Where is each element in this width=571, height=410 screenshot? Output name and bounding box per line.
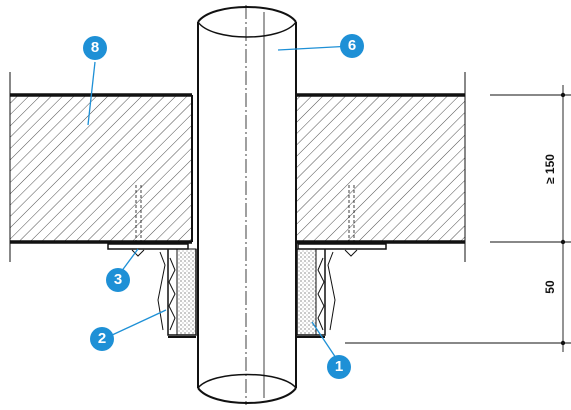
screw-heads <box>131 249 358 257</box>
callout-3: 3 <box>106 268 130 292</box>
callout-6: 6 <box>340 34 364 58</box>
slab-left <box>10 93 193 244</box>
callout-2: 2 <box>90 327 114 351</box>
fire-collar-left <box>157 248 197 338</box>
slab-right <box>294 93 465 244</box>
callout-8: 8 <box>83 36 107 60</box>
pipe <box>197 5 297 405</box>
dimension-label-upper: ≥ 150 <box>543 154 557 184</box>
leader-lines <box>87 45 353 359</box>
dimension-ticks <box>560 92 566 346</box>
dimension-lines <box>345 85 571 352</box>
callout-1: 1 <box>327 355 351 379</box>
collar-flanges <box>107 243 387 250</box>
dimension-label-lower: 50 <box>543 280 557 294</box>
fire-collar-right <box>296 248 336 338</box>
anchor-screws <box>135 185 355 245</box>
